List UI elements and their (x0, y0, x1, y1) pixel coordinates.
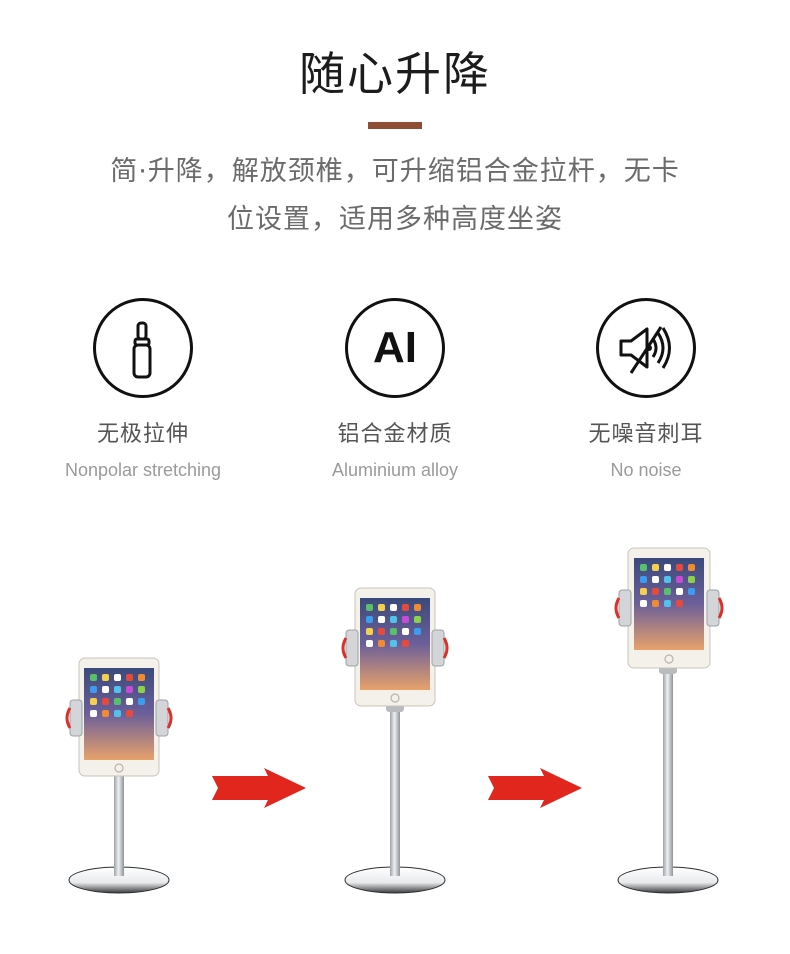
feature-stretching: 无极拉伸 Nonpolar stretching (13, 298, 273, 482)
description-line-1: 简·升降，解放颈椎，可升缩铝合金拉杆，无卡 (110, 156, 680, 187)
tablet-stand-high (614, 547, 724, 894)
page-title: 随心升降 (299, 47, 491, 101)
feature-icon-circle (596, 298, 696, 398)
feature-title-cn: 铝合金材质 (337, 422, 453, 447)
feature-icon-circle (93, 298, 193, 398)
feature-aluminium: AI 铝合金材质 Aluminium alloy (265, 298, 525, 482)
title-underline (368, 122, 422, 129)
feature-title-en: Nonpolar stretching (64, 460, 222, 480)
feature-title-cn: 无极拉伸 (96, 422, 189, 447)
product-scene (0, 530, 790, 950)
red-arrow-right-icon (212, 768, 306, 808)
tablet-stand-low (65, 657, 173, 894)
feature-title-cn: 无噪音刺耳 (588, 422, 704, 447)
feature-title-en: Aluminium alloy (331, 460, 459, 480)
tablet-stand-medium (341, 587, 449, 894)
feature-no-noise: 无噪音刺耳 No noise (516, 298, 776, 482)
no-noise-speaker-icon (619, 326, 671, 374)
feature-icon-circle: AI (345, 298, 445, 398)
description-line-2: 位设置，适用多种高度坐姿 (227, 204, 563, 235)
red-arrow-right-icon (488, 768, 582, 808)
ai-icon: AI (373, 323, 417, 372)
stretch-rod-icon (132, 321, 152, 379)
feature-title-en: No noise (610, 460, 682, 480)
